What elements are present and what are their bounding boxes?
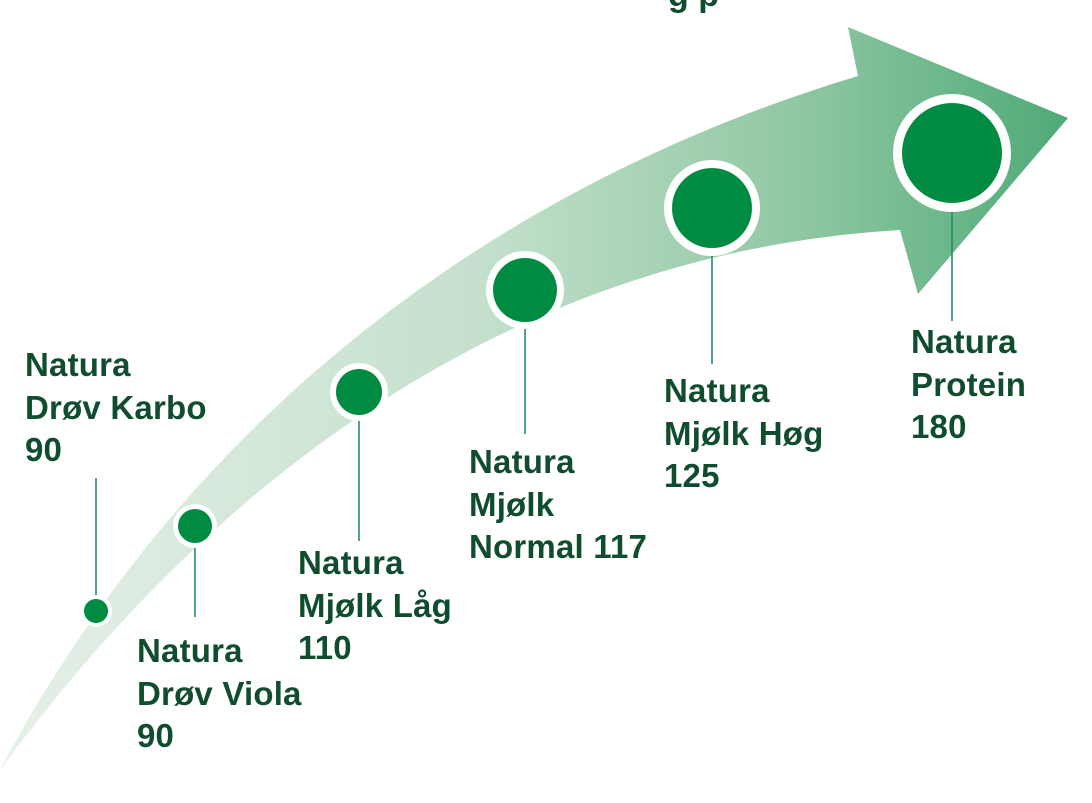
product-label-mjolk-hog: Natura Mjølk Høg 125 [664,370,823,498]
product-value: Normal 117 [469,528,648,565]
node-protein [902,103,1002,203]
product-variant: Mjølk [469,485,555,523]
product-variant: Mjølk Høg [664,414,824,452]
product-name: Natura [137,632,243,669]
product-variant: Mjølk Låg [298,586,452,624]
product-label-protein: Natura Protein 180 [911,321,1026,449]
node-mjolk-normal [493,258,557,322]
product-label-mjolk-normal: Natura Mjølk Normal 117 [469,441,647,569]
product-value: 90 [25,431,63,468]
node-drov-viola [178,509,212,543]
node-mjolk-lag [336,369,382,415]
product-name: Natura [25,346,131,383]
product-label-mjolk-lag: Natura Mjølk Låg 110 [298,542,452,670]
product-variant: Protein [911,365,1027,403]
node-mjolk-hog [672,168,752,248]
product-label-drov-viola: Natura Drøv Viola 90 [137,630,302,758]
product-label-drov-karbo: Natura Drøv Karbo 90 [25,344,207,472]
product-name: Natura [911,323,1017,360]
title-fragment: g p [668,0,719,15]
product-variant: Drøv Karbo [25,388,207,426]
product-name: Natura [469,443,575,480]
node-drov-karbo [84,599,108,623]
growth-arrow [0,27,1068,770]
product-value: 180 [911,408,967,445]
product-name: Natura [298,544,404,581]
product-name: Natura [664,372,770,409]
product-value: 90 [137,717,175,754]
product-variant: Drøv Viola [137,674,302,712]
product-value: 125 [664,457,720,494]
product-value: 110 [298,629,352,666]
